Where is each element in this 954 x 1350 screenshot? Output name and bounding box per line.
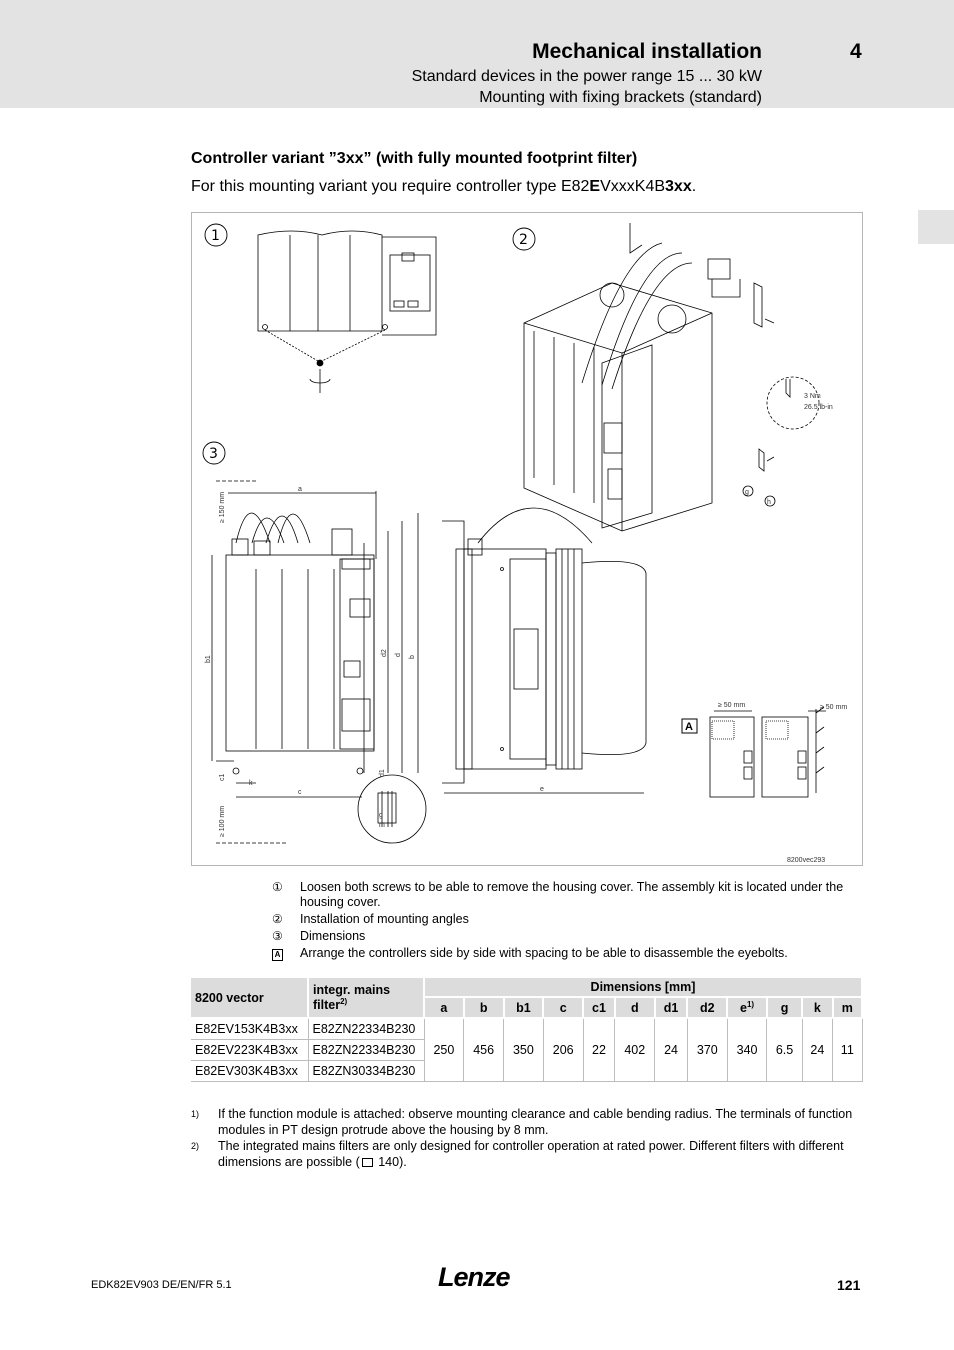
clear-top-label: ≥ 150 mm [219,492,226,523]
dimensions-group-header: Dimensions [mm] [424,978,863,998]
dim-d1: d1 [379,769,386,777]
step3-front [211,480,427,844]
dim-a: a [298,486,302,493]
dim-b: b [409,655,416,659]
side-by-side-drawing [709,706,826,798]
section-intro: For this mounting variant you require co… [191,178,697,195]
page-subtitle-1: Standard devices in the power range 15 .… [411,68,762,85]
footnote-1: 1)If the function module is attached: ob… [191,1107,853,1137]
step2-label: 2 [519,232,528,248]
step3-label: 3 [209,446,218,462]
dim-d2: d2 [381,649,388,657]
dim-b1: b1 [205,655,212,663]
dim-e: e [540,786,544,793]
chapter-number: 4 [850,40,862,63]
col-device: 8200 vector [191,978,309,1020]
side-clearance-2: ≥ 50 mm [820,704,847,711]
dim-g: g [379,812,383,819]
h-circle-label: h [767,499,771,506]
footnote-2: 2)The integrated mains filters are only … [191,1139,844,1169]
dim-d: d [395,653,402,657]
dim-m: m [379,822,385,829]
header-band [0,0,954,108]
g-circle-label: g [745,489,749,496]
step1-label: 1 [211,228,220,244]
torque-label-1: 3 Nm [804,393,821,400]
section-title: Controller variant ”3xx” (with fully mou… [191,150,638,167]
chapter-tab [918,210,954,244]
book-icon [361,1158,373,1167]
page-title: Mechanical installation [532,40,762,63]
lenze-logo: Lenze [438,1262,511,1292]
a-box-label: A [685,721,693,733]
mounting-drawing: 1 2 3 A 3 Nm 26.5 lb-in g h ≥ 150 mm ≥ 1… [202,223,847,864]
figure-code: 8200vec293 [787,857,825,864]
dim-c1: c1 [219,774,226,782]
step1-drawing [257,230,437,393]
col-filter: integr. mains filter2) [308,978,425,1020]
mounting-figure: 1 2 3 A 3 Nm 26.5 lb-in g h ≥ 150 mm ≥ 1… [191,212,863,866]
clear-bottom-label: ≥ 100 mm [219,806,226,837]
dim-c: c [298,789,302,796]
dim-k: k [249,780,253,787]
dimensions-table: 8200 vector integr. mains filter2) Dimen… [191,978,864,1083]
step2-drawing [523,223,820,532]
step3-side [442,507,647,794]
side-clearance-1: ≥ 50 mm [718,702,745,709]
page-subtitle-2: Mounting with fixing brackets (standard) [479,89,762,106]
document-code: EDK82EV903 DE/EN/FR 5.1 [91,1279,232,1291]
page-number: 121 [837,1277,861,1293]
torque-label-2: 26.5 lb-in [804,404,833,411]
